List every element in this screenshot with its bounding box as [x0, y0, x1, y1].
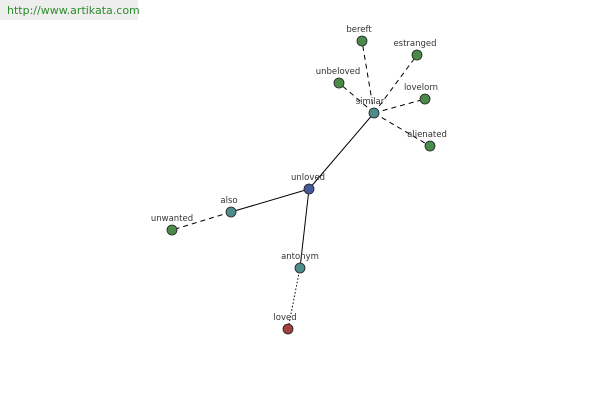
node-circle-lovelorn[interactable]: [419, 93, 431, 105]
node-unwanted[interactable]: unwanted: [151, 214, 193, 236]
node-label-unwanted: unwanted: [151, 214, 193, 224]
node-also[interactable]: also: [220, 196, 238, 218]
node-label-similar: similar: [356, 97, 385, 107]
node-label-bereft: bereft: [346, 25, 372, 35]
node-circle-unwanted[interactable]: [166, 224, 178, 236]
node-layer: unloved similar also antonym bereft estranged…: [151, 25, 447, 335]
node-label-loved: loved: [273, 313, 296, 323]
node-label-unbeloved: unbeloved: [316, 67, 361, 77]
node-loved[interactable]: loved: [273, 313, 297, 335]
node-bereft[interactable]: bereft: [346, 25, 372, 47]
node-label-antonym: antonym: [281, 252, 319, 262]
node-alienated[interactable]: alienated: [407, 130, 447, 152]
node-label-estranged: estranged: [393, 39, 436, 49]
node-lovelorn[interactable]: lovelorn: [404, 83, 438, 105]
node-unbeloved[interactable]: unbeloved: [316, 67, 361, 89]
edge-layer: [171, 40, 431, 330]
edge-unloved-also: [230, 188, 310, 213]
node-label-alienated: alienated: [407, 130, 447, 140]
node-circle-estranged[interactable]: [411, 49, 423, 61]
edge-unloved-antonym: [299, 188, 310, 269]
node-label-lovelorn: lovelorn: [404, 83, 438, 93]
node-antonym[interactable]: antonym: [281, 252, 319, 274]
node-label-also: also: [220, 196, 237, 206]
site-url-link[interactable]: http://www.artikata.com: [7, 4, 140, 17]
node-circle-antonym[interactable]: [294, 262, 306, 274]
node-estranged[interactable]: estranged: [393, 39, 437, 61]
node-circle-also[interactable]: [225, 206, 237, 218]
edge-unloved-similar: [308, 112, 375, 190]
edge-similar-bereft: [361, 40, 375, 114]
node-circle-unbeloved[interactable]: [333, 77, 345, 89]
edge-similar-alienated: [373, 112, 431, 147]
node-circle-loved[interactable]: [282, 323, 294, 335]
node-circle-unloved[interactable]: [303, 183, 315, 195]
edge-similar-unbeloved: [338, 82, 375, 114]
node-circle-alienated[interactable]: [424, 140, 436, 152]
edge-similar-estranged: [373, 54, 418, 114]
edge-also-unwanted: [171, 211, 232, 231]
url-bar: http://www.artikata.com: [0, 0, 140, 20]
node-similar[interactable]: similar: [356, 97, 385, 119]
node-unloved[interactable]: unloved: [291, 173, 325, 195]
node-circle-bereft[interactable]: [356, 35, 368, 47]
node-label-unloved: unloved: [291, 173, 325, 183]
node-circle-similar[interactable]: [368, 107, 380, 119]
